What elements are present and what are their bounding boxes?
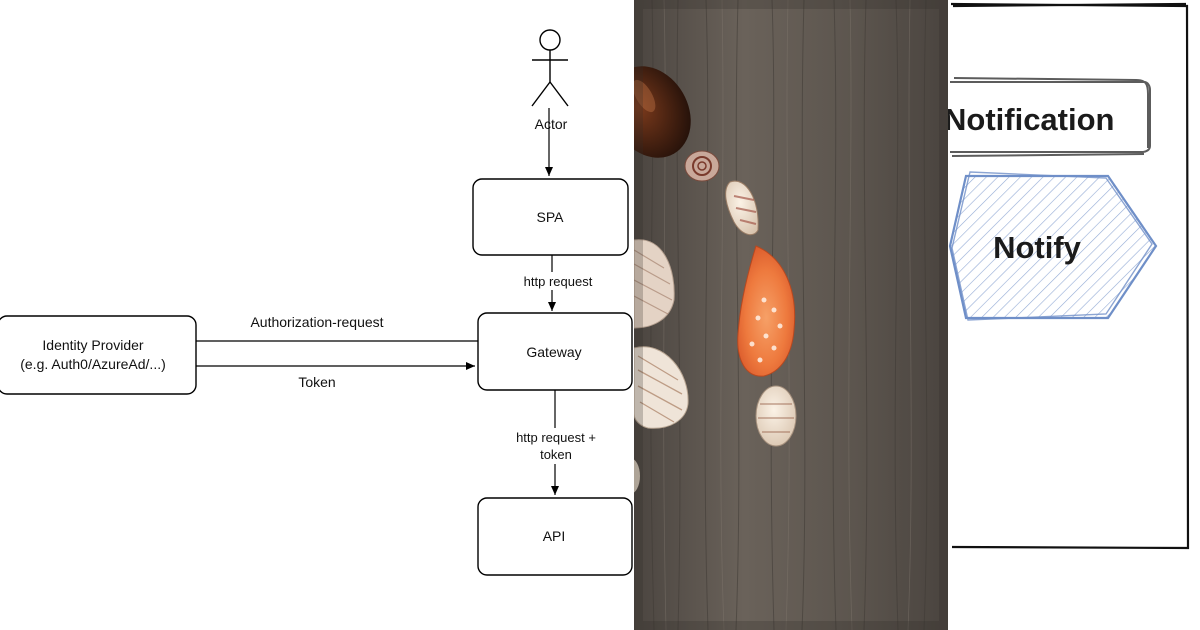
sketch-diagram-svg: Notification Notify [948,2,1190,550]
actor-figure [531,29,569,107]
api-box [477,497,633,576]
flow-diagram-panel: Actor SPA http request Gateway http requ… [0,29,633,576]
edge-spa-gateway-label: http request [524,274,593,289]
notify-hexagon [948,171,1158,321]
white-whelk-shell [755,385,797,447]
edge-gateway-api-label-bg [508,428,604,464]
edge-gateway-api-label-line2: token [540,447,572,462]
edge-authorization-label: Authorization-request [250,314,383,330]
gateway-label: Gateway [526,344,581,360]
scallop-shell-1 [634,239,675,329]
sketch-frame [950,2,1190,550]
flow-diagram-svg: Actor SPA http request Gateway http requ… [0,29,633,576]
api-label: API [543,528,566,544]
actor-left-leg [531,81,551,107]
actor-right-leg [549,81,569,107]
seashell-photo-svg [634,0,948,630]
seashell-photo [634,0,948,630]
notification-label: Notification [948,102,1115,137]
wood-grain-light [663,0,912,630]
wood-grain [650,0,928,630]
notify-label: Notify [993,230,1082,265]
edge-spa-gateway-label-bg [514,272,600,290]
spiral-shell [684,150,720,182]
identity-provider-label-line1: Identity Provider [42,337,143,353]
identity-provider-label-line2: (e.g. Auth0/AzureAd/...) [20,356,166,372]
edge-token-label: Token [298,374,335,390]
spa-label: SPA [537,209,565,225]
partial-shell [634,459,640,493]
sketch-diagram-panel: Notification Notify [948,0,1200,630]
spa-box [472,178,629,256]
actor-head [539,29,561,51]
actor-label: Actor [535,116,568,132]
orange-shell [737,245,796,377]
edge-gateway-api-label-line1: http request + [516,430,596,445]
identity-provider-box [0,315,197,395]
notification-box [950,77,1151,157]
cone-shell [725,180,759,236]
scallop-shell-2 [634,346,689,429]
